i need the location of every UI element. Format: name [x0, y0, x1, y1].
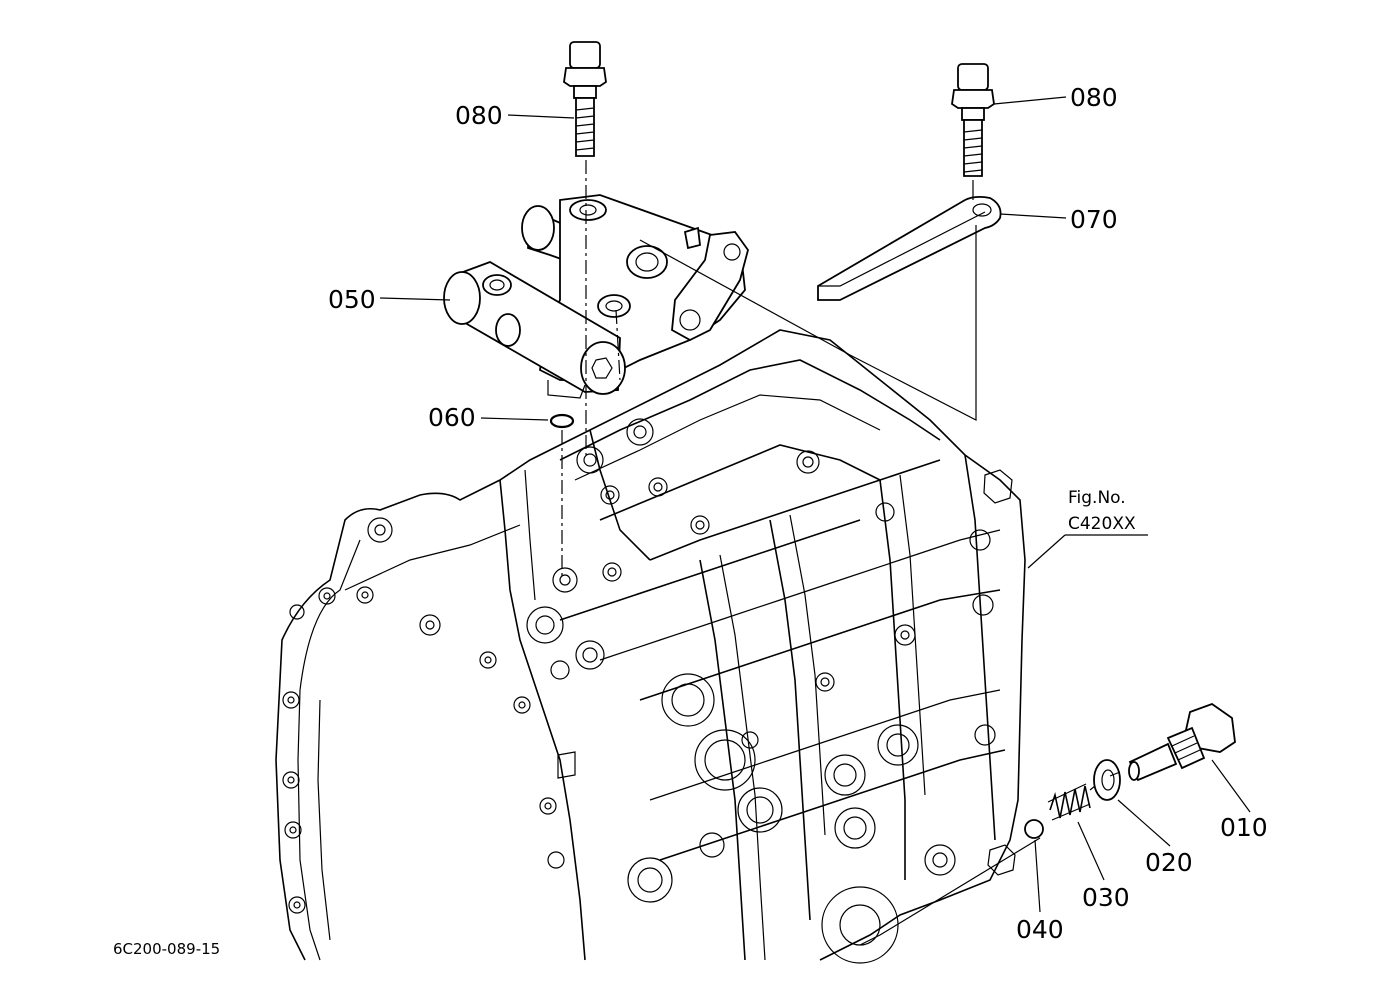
- assembly-lines: [561, 160, 1121, 946]
- label-080-right: 080: [1070, 83, 1118, 112]
- leader-lines: [379, 96, 1251, 913]
- transmission-case: [275, 329, 1026, 964]
- label-010: 010: [1220, 813, 1268, 842]
- label-040: 040: [1016, 915, 1064, 944]
- label-060: 060: [428, 403, 476, 432]
- figure-ref-line1: Fig.No.: [1068, 488, 1126, 508]
- part-050-valve-body: [443, 194, 749, 399]
- part-080-bolt-left: [563, 41, 607, 157]
- label-030: 030: [1082, 883, 1130, 912]
- label-080-left: 080: [455, 101, 503, 130]
- part-060-o-ring: [549, 413, 575, 429]
- part-010-plug: [1128, 702, 1236, 782]
- label-050: 050: [328, 285, 376, 314]
- label-020: 020: [1145, 848, 1193, 877]
- figure-ref-line2: C420XX: [1068, 514, 1136, 534]
- part-080-bolt-right: [951, 63, 995, 177]
- part-040-ball: [1024, 819, 1044, 839]
- part-020-washer: [1093, 759, 1121, 801]
- part-070-plate: [817, 195, 1002, 301]
- label-070: 070: [1070, 205, 1118, 234]
- part-030-spring: [1047, 783, 1091, 821]
- drawing-code: 6C200-089-15: [113, 940, 220, 958]
